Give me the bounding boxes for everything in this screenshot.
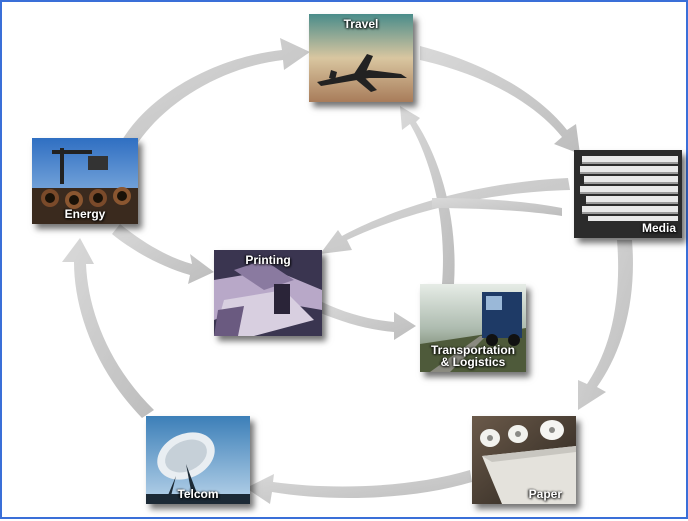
satellite-dish-image bbox=[146, 416, 250, 504]
node-printing-label: Printing bbox=[245, 253, 291, 267]
arrow-media-to-printing bbox=[320, 178, 570, 254]
node-telcom-label: Telcom bbox=[177, 487, 219, 501]
node-printing: Printing bbox=[214, 250, 322, 336]
node-media: Media bbox=[574, 150, 682, 238]
arrow-media-to-paper bbox=[578, 240, 633, 410]
newspaper-stack-image bbox=[574, 150, 682, 238]
oil-pipeline-image bbox=[32, 138, 138, 224]
arrow-telcom-to-energy bbox=[62, 238, 154, 418]
printing-press-image bbox=[214, 250, 322, 336]
arrow-energy-to-printing bbox=[112, 224, 214, 284]
arrow-crossing bbox=[432, 198, 562, 216]
node-energy: Energy bbox=[32, 138, 138, 224]
node-travel: Travel bbox=[309, 14, 413, 102]
truck-image bbox=[420, 284, 526, 372]
node-transportation: Transportation & Logistics bbox=[420, 284, 526, 372]
arrow-travel-to-media bbox=[420, 46, 580, 154]
node-transportation-label-1: Transportation bbox=[430, 343, 515, 357]
airplane-image bbox=[309, 14, 413, 102]
paper-rolls-image bbox=[472, 416, 576, 504]
arrow-transportation-to-travel bbox=[400, 106, 455, 284]
node-telcom: Telcom bbox=[146, 416, 250, 504]
node-paper-label: Paper bbox=[528, 487, 562, 501]
node-paper: Paper bbox=[472, 416, 576, 504]
node-transportation-label-2: & Logistics bbox=[440, 355, 506, 369]
node-energy-label: Energy bbox=[64, 207, 106, 221]
arrow-paper-to-telcom bbox=[246, 470, 472, 504]
node-travel-label: Travel bbox=[343, 17, 379, 31]
arrow-energy-to-travel bbox=[122, 38, 310, 144]
node-media-label: Media bbox=[641, 221, 676, 235]
arrow-printing-to-transportation bbox=[318, 302, 416, 340]
